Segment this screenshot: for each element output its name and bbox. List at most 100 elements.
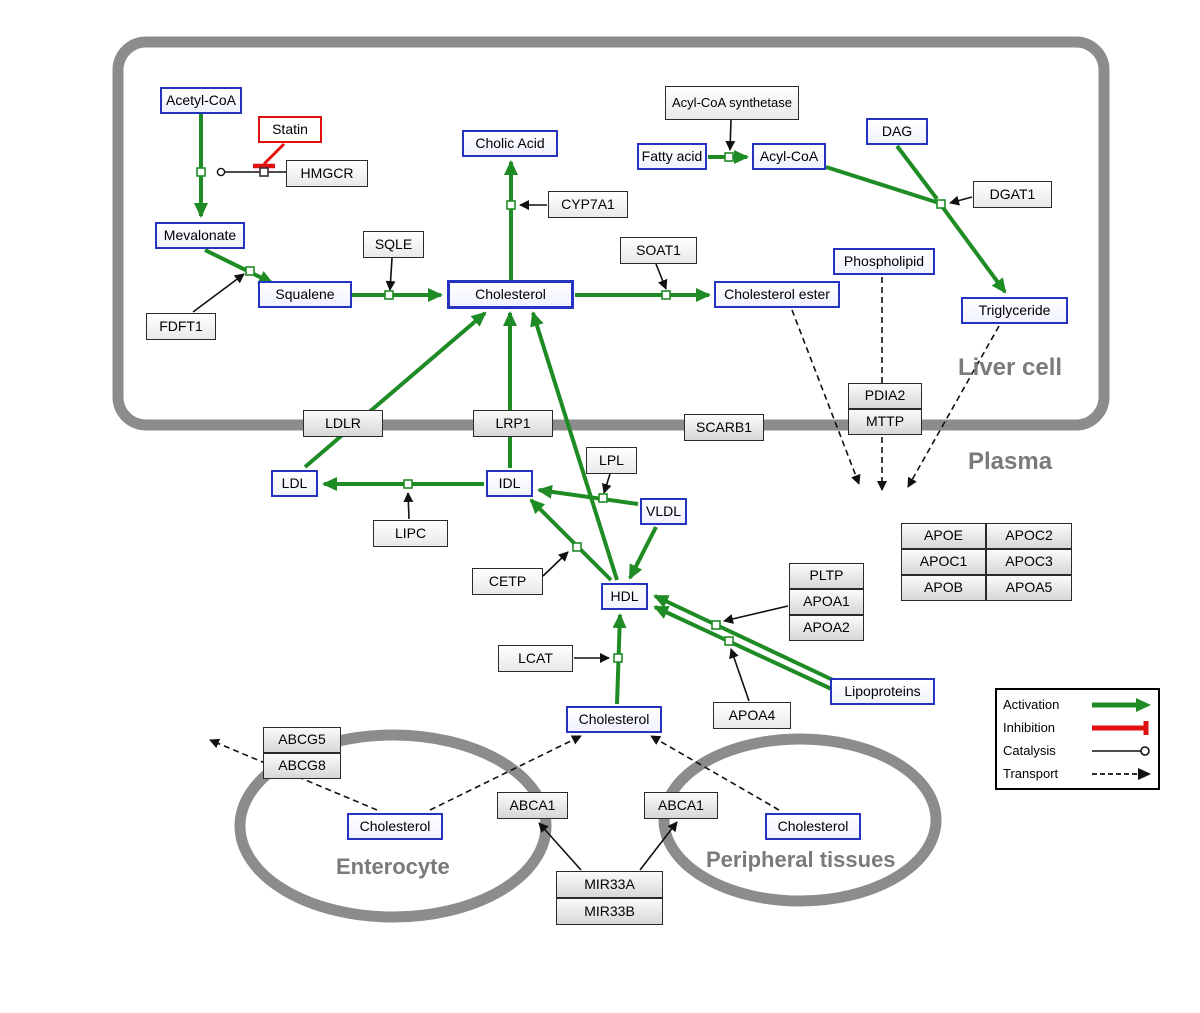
edge-dgat1-catalysis bbox=[949, 195, 973, 206]
edge-vldl-hdl bbox=[628, 526, 658, 580]
node-hdl[interactable]: HDL bbox=[601, 583, 648, 610]
edge-peripheral-cholesterol-plasma bbox=[650, 735, 780, 811]
node-cholesterol-enterocyte[interactable]: Cholesterol bbox=[347, 813, 443, 840]
inhibition-edge-statin-hmgcr bbox=[253, 142, 286, 169]
statin-target-node bbox=[259, 167, 269, 177]
edge-lipoproteins-hdl-lower bbox=[653, 605, 839, 694]
edge-hdl-liver-cholesterol bbox=[530, 311, 619, 581]
edge-acylcoa-synthetase-catalysis bbox=[725, 119, 736, 151]
edge-dgatnode-triglyceride bbox=[939, 203, 1007, 294]
node-mir33a[interactable]: MIR33A bbox=[556, 871, 663, 898]
node-mir33b[interactable]: MIR33B bbox=[556, 898, 663, 925]
node-cholesterol-plasma[interactable]: Cholesterol bbox=[566, 706, 662, 733]
legend-inhibition-label: Inhibition bbox=[1003, 720, 1056, 735]
legend-row-catalysis: Catalysis bbox=[1003, 740, 1152, 762]
node-dgat1[interactable]: DGAT1 bbox=[973, 181, 1052, 208]
node-cholesterol-liver[interactable]: Cholesterol bbox=[447, 280, 574, 309]
edge-enterocyte-cholesterol-plasma bbox=[429, 735, 582, 811]
node-mttp[interactable]: MTTP bbox=[848, 409, 922, 435]
edge-sqle-catalysis bbox=[385, 257, 396, 291]
node-pltp[interactable]: PLTP bbox=[789, 563, 864, 589]
node-sqle[interactable]: SQLE bbox=[363, 231, 424, 258]
apo-table-cell-apob[interactable]: APOB bbox=[901, 575, 986, 601]
edge-apoa4-catalysis bbox=[729, 648, 750, 702]
catalysis-circle-icon bbox=[1092, 745, 1150, 756]
node-lipc[interactable]: LIPC bbox=[373, 520, 448, 547]
node-statin[interactable]: Statin bbox=[258, 116, 322, 143]
node-cyp7a1[interactable]: CYP7A1 bbox=[548, 191, 628, 218]
legend-row-transport: Transport bbox=[1003, 763, 1152, 785]
node-apoa1[interactable]: APOA1 bbox=[789, 589, 864, 615]
node-soat1[interactable]: SOAT1 bbox=[620, 237, 697, 264]
node-abcg8[interactable]: ABCG8 bbox=[263, 753, 341, 779]
apo-table-cell-apoe[interactable]: APOE bbox=[901, 523, 986, 549]
node-acyl-coa-synthetase[interactable]: Acyl-CoA synthetase bbox=[665, 86, 799, 120]
node-apoa2[interactable]: APOA2 bbox=[789, 615, 864, 641]
edge-lipoproteins-hdl-upper bbox=[653, 594, 834, 682]
reaction-nodes bbox=[196, 152, 946, 663]
node-idl[interactable]: IDL bbox=[486, 470, 533, 497]
edge-ldl-cholesterol-via-ldlr bbox=[303, 311, 487, 469]
node-cholesterol-ester[interactable]: Cholesterol ester bbox=[714, 281, 840, 308]
edge-dag-dgatnode bbox=[895, 144, 939, 201]
node-hmgcr[interactable]: HMGCR bbox=[286, 160, 368, 187]
node-lipoproteins[interactable]: Lipoproteins bbox=[830, 678, 935, 705]
node-abcg5[interactable]: ABCG5 bbox=[263, 727, 341, 753]
node-acyl-coa[interactable]: Acyl-CoA bbox=[752, 143, 826, 170]
peripheral-tissues-label: Peripheral tissues bbox=[706, 847, 896, 872]
legend-transport-label: Transport bbox=[1003, 766, 1059, 781]
node-cholesterol-peripheral[interactable]: Cholesterol bbox=[765, 813, 861, 840]
edge-mir33-abca1-right bbox=[639, 821, 678, 871]
edge-hdl-idl-via-cetp bbox=[529, 498, 613, 582]
edge-soat1-catalysis bbox=[655, 263, 668, 290]
node-lpl[interactable]: LPL bbox=[586, 447, 637, 474]
apo-table-cell-apoc2[interactable]: APOC2 bbox=[986, 523, 1072, 549]
node-scarb1[interactable]: SCARB1 bbox=[684, 414, 764, 441]
edge-fdft1-catalysis bbox=[192, 273, 245, 313]
inhibition-tbar-icon bbox=[1092, 720, 1149, 735]
edge-acylcoa-dgatnode bbox=[825, 165, 940, 205]
node-fdft1[interactable]: FDFT1 bbox=[146, 313, 216, 340]
node-abca1-peripheral[interactable]: ABCA1 bbox=[644, 792, 718, 819]
node-pdia2[interactable]: PDIA2 bbox=[848, 383, 922, 409]
catalysis-edges bbox=[192, 119, 973, 871]
legend-catalysis-label: Catalysis bbox=[1003, 743, 1056, 758]
node-dag[interactable]: DAG bbox=[866, 118, 928, 145]
node-phospholipid[interactable]: Phospholipid bbox=[833, 248, 935, 275]
edge-lipc-catalysis bbox=[403, 492, 414, 520]
node-ldlr[interactable]: LDLR bbox=[303, 410, 383, 437]
node-cholic-acid[interactable]: Cholic Acid bbox=[462, 130, 558, 157]
node-ldl[interactable]: LDL bbox=[271, 470, 318, 497]
legend-row-inhibition: Inhibition bbox=[1003, 717, 1152, 739]
node-acetyl-coa[interactable]: Acetyl-CoA bbox=[160, 87, 242, 114]
node-vldl[interactable]: VLDL bbox=[640, 498, 687, 525]
node-abca1-enterocyte[interactable]: ABCA1 bbox=[497, 792, 568, 819]
legend-activation-label: Activation bbox=[1003, 697, 1060, 712]
node-apoa4[interactable]: APOA4 bbox=[713, 702, 791, 729]
node-cetp[interactable]: CETP bbox=[472, 568, 543, 595]
enterocyte-label: Enterocyte bbox=[336, 854, 450, 879]
edge-vldl-idl bbox=[537, 484, 639, 506]
transport-dashed-arrow-icon bbox=[1092, 767, 1151, 780]
legend-row-activation: Activation bbox=[1003, 694, 1152, 716]
node-lcat[interactable]: LCAT bbox=[498, 645, 573, 672]
liver-cell-membrane bbox=[112, 36, 1110, 431]
node-squalene[interactable]: Squalene bbox=[258, 281, 352, 308]
activation-arrow-icon bbox=[1092, 697, 1151, 712]
edge-pltp-apoa-catalysis bbox=[723, 605, 789, 624]
edge-mevalonate-squalene bbox=[204, 248, 274, 285]
edge-mir33-abca1-left bbox=[538, 822, 582, 871]
apo-table-cell-apoa5[interactable]: APOA5 bbox=[986, 575, 1072, 601]
apo-table-cell-apoc3[interactable]: APOC3 bbox=[986, 549, 1072, 575]
node-mevalonate[interactable]: Mevalonate bbox=[155, 222, 245, 249]
edge-cholesterolester-plasma bbox=[791, 309, 861, 485]
node-triglyceride[interactable]: Triglyceride bbox=[961, 297, 1068, 324]
legend: Activation Inhibition Catalysis Transpor… bbox=[995, 688, 1160, 790]
node-lrp1[interactable]: LRP1 bbox=[473, 410, 553, 437]
node-fatty-acid[interactable]: Fatty acid bbox=[637, 143, 707, 170]
edge-triglyceride-plasma bbox=[907, 325, 1000, 488]
plasma-label: Plasma bbox=[968, 448, 1053, 475]
apo-table-cell-apoc1[interactable]: APOC1 bbox=[901, 549, 986, 575]
